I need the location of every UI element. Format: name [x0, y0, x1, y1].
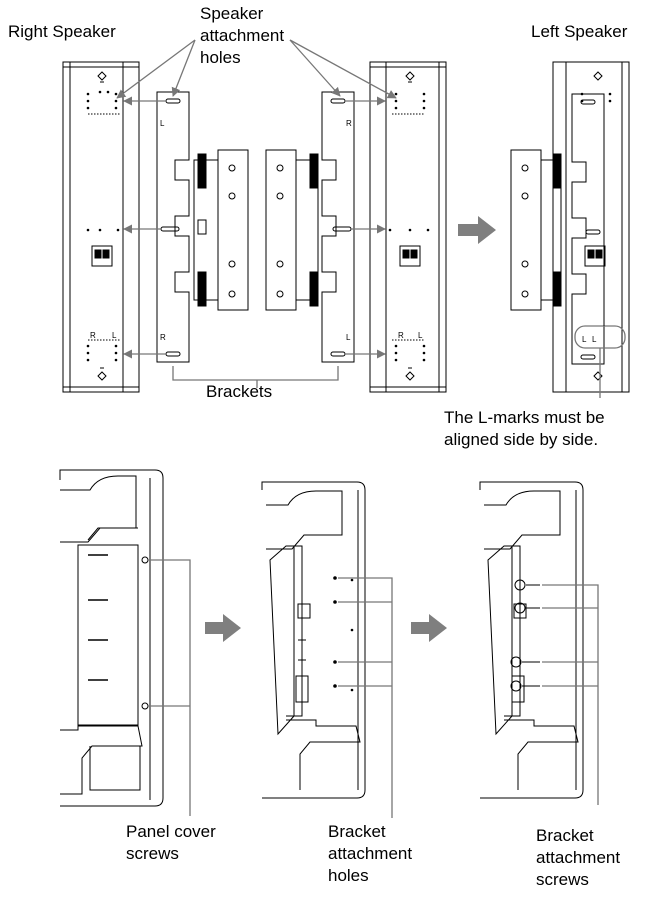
bracket-screws-label-3: screws [536, 870, 589, 889]
bracket2-r-mark: R [346, 119, 352, 128]
bracket2-l-mark: L [346, 333, 351, 342]
left-speaker-drawing [369, 61, 447, 393]
assembled-l-mark-1: L [582, 335, 587, 344]
step-3-speaker [479, 481, 584, 799]
speaker-holes-label-1: Speaker [200, 4, 264, 23]
bracket-holes-label-2: attachment [328, 844, 413, 863]
panel-cover-label-1: Panel cover [126, 822, 216, 841]
step-1-speaker [59, 469, 164, 807]
lmarks-label-1: The L-marks must be [444, 408, 605, 427]
step-arrow-3 [411, 614, 447, 642]
bracket-screw-leaders [542, 584, 599, 805]
attach-arrows [116, 39, 397, 359]
bracket-holes-label-3: holes [328, 866, 369, 885]
panel-cover-label-2: screws [126, 844, 179, 863]
r-mark: R [90, 331, 96, 340]
left-speaker-label: Left Speaker [531, 22, 628, 41]
bracket-hole-leaders [338, 577, 393, 818]
speaker-holes-label-2: attachment [200, 26, 285, 45]
assembled-l-mark-2: L [592, 335, 597, 344]
left-bracket-drawing [265, 91, 355, 363]
brackets-label: Brackets [206, 382, 273, 401]
lmarks-label-2: aligned side by side. [444, 430, 599, 449]
panel-screw-leaders [148, 559, 191, 816]
step-arrow-1 [458, 216, 496, 244]
step-2-speaker [261, 481, 366, 799]
bracket-screws-label-1: Bracket [536, 826, 594, 845]
bracket-holes-label-1: Bracket [328, 822, 386, 841]
ls-l-mark: L [418, 331, 423, 340]
speaker-holes-label-3: holes [200, 48, 241, 67]
right-speaker-drawing [62, 61, 140, 393]
right-speaker-label: Right Speaker [8, 22, 116, 41]
ls-r-mark: R [398, 331, 404, 340]
brackets-leader [172, 366, 339, 388]
bracket-r-mark: R [160, 333, 166, 342]
right-bracket-drawing [156, 91, 249, 363]
step-arrow-2 [205, 614, 241, 642]
bracket-screws-label-2: attachment [536, 848, 621, 867]
assembled-left-speaker [510, 61, 630, 393]
bracket-l-mark: L [160, 119, 165, 128]
l-mark: L [112, 331, 117, 340]
